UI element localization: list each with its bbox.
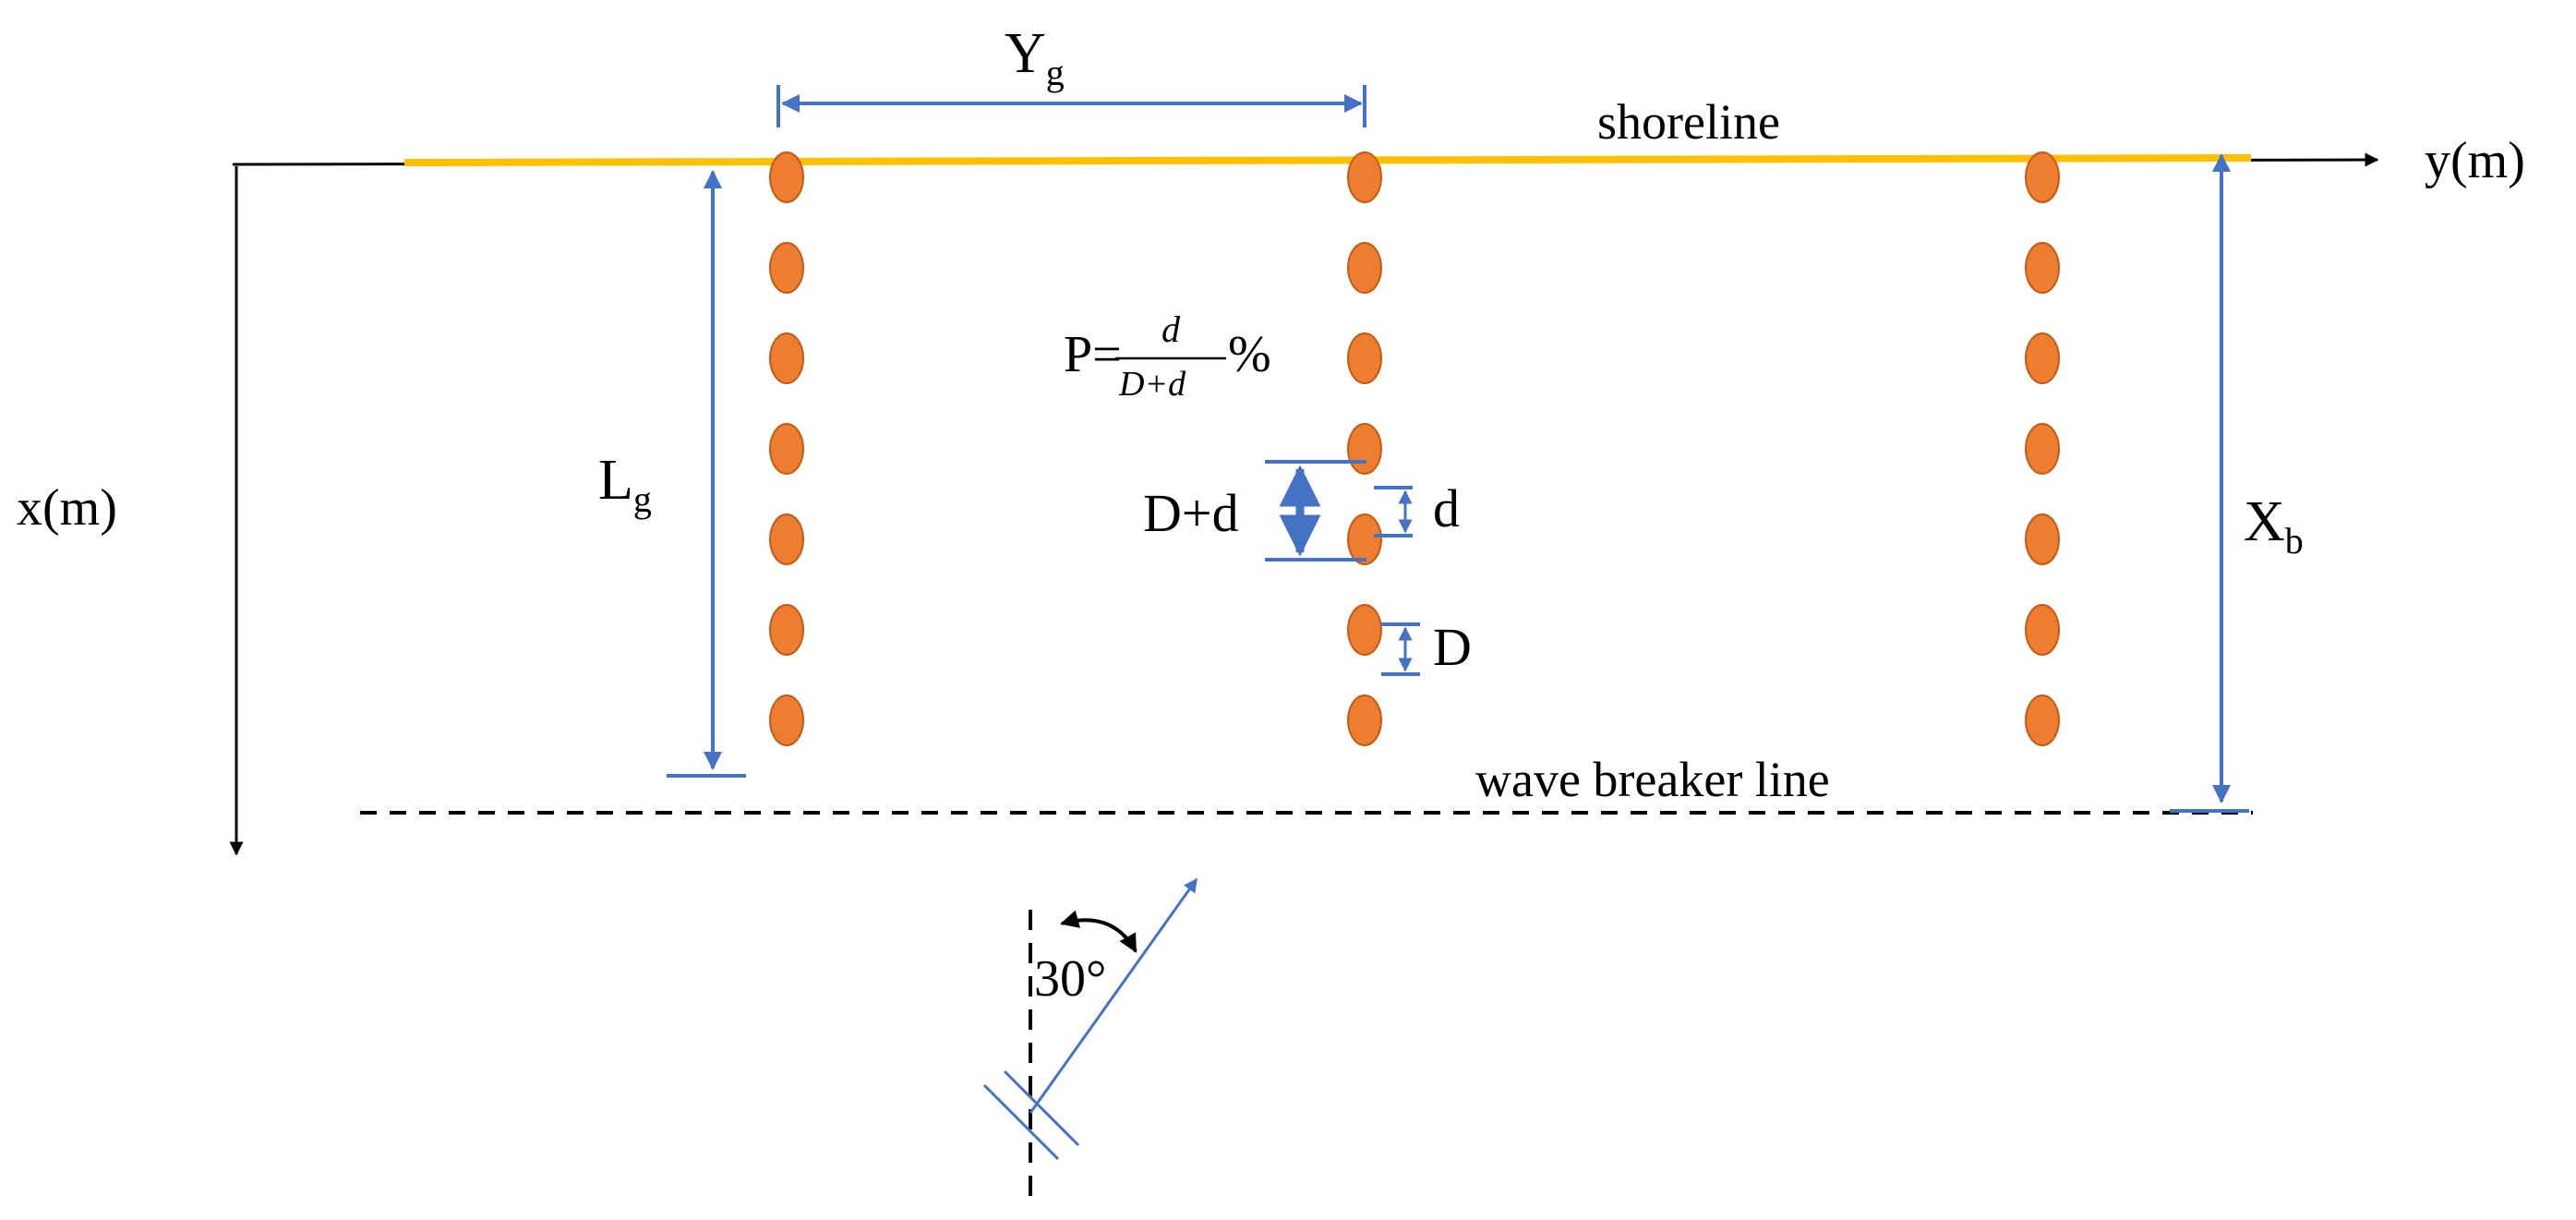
groin-pile (769, 151, 804, 203)
groin-pile (769, 513, 804, 565)
shoreline-line (403, 154, 2252, 166)
groin-pile (1347, 151, 1382, 203)
lg-label: Lg (598, 449, 652, 520)
groin-pile (2025, 332, 2060, 384)
groin-pile (1347, 695, 1382, 746)
groin-pile (1347, 423, 1382, 475)
y-axis-label: y(m) (2425, 132, 2525, 189)
x-axis-label: x(m) (17, 479, 117, 537)
porosity-suffix: % (1228, 326, 1271, 383)
groin-pile (769, 604, 804, 656)
angle-label: 30° (1034, 950, 1106, 1008)
D-label: D (1433, 617, 1472, 677)
shoreline-label: shoreline (1597, 94, 1780, 150)
xb-label: Xb (2244, 490, 2304, 562)
groin-pile (2025, 695, 2060, 746)
groin-pile (769, 242, 804, 294)
wave-direction-arrow (1029, 877, 1198, 1114)
d-label: d (1433, 478, 1460, 538)
groin-pile (2025, 242, 2060, 294)
groin-pile (769, 695, 804, 746)
wave-breaker-label: wave breaker line (1475, 752, 1830, 807)
groin-pile (1347, 604, 1382, 656)
groin-pile (769, 332, 804, 384)
wave-crest-mark-1 (982, 1083, 1060, 1161)
dd-label: D+d (1143, 483, 1239, 543)
groin-pile (2025, 151, 2060, 203)
porosity-formula: P= d D+d % (1064, 308, 1271, 404)
groin-pile (1347, 513, 1382, 565)
porosity-numerator: d (1162, 308, 1181, 350)
groin-pile (2025, 423, 2060, 475)
groin-pile (2025, 513, 2060, 565)
groin-pile (1347, 332, 1382, 384)
groin-piles (769, 151, 2060, 746)
angle-arc-arrow (1060, 910, 1138, 953)
porosity-denominator: D+d (1118, 365, 1186, 404)
wave-crest-mark-2 (1003, 1069, 1080, 1147)
groin-pile (2025, 604, 2060, 656)
yg-label: Yg (1005, 22, 1065, 93)
groin-pile (769, 423, 804, 475)
porosity-prefix: P= (1064, 326, 1122, 383)
groin-pile (1347, 242, 1382, 294)
